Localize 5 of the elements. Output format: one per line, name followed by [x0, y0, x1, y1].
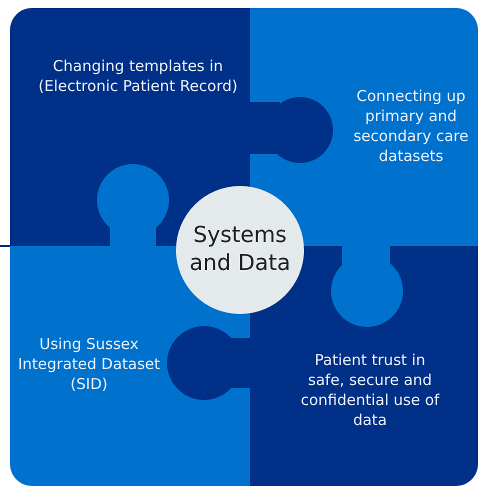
center-label: Systems and Data: [188, 222, 292, 278]
piece-label: Using Sussex Integrated Dataset (SID): [16, 334, 162, 394]
piece-label: Changing templates in (Electronic Patient Record): [37, 56, 239, 96]
piece-label: Connecting up primary and secondary care datasets: [352, 86, 470, 166]
piece-label: Patient trust in safe, secure and confidential use of data: [300, 350, 440, 430]
